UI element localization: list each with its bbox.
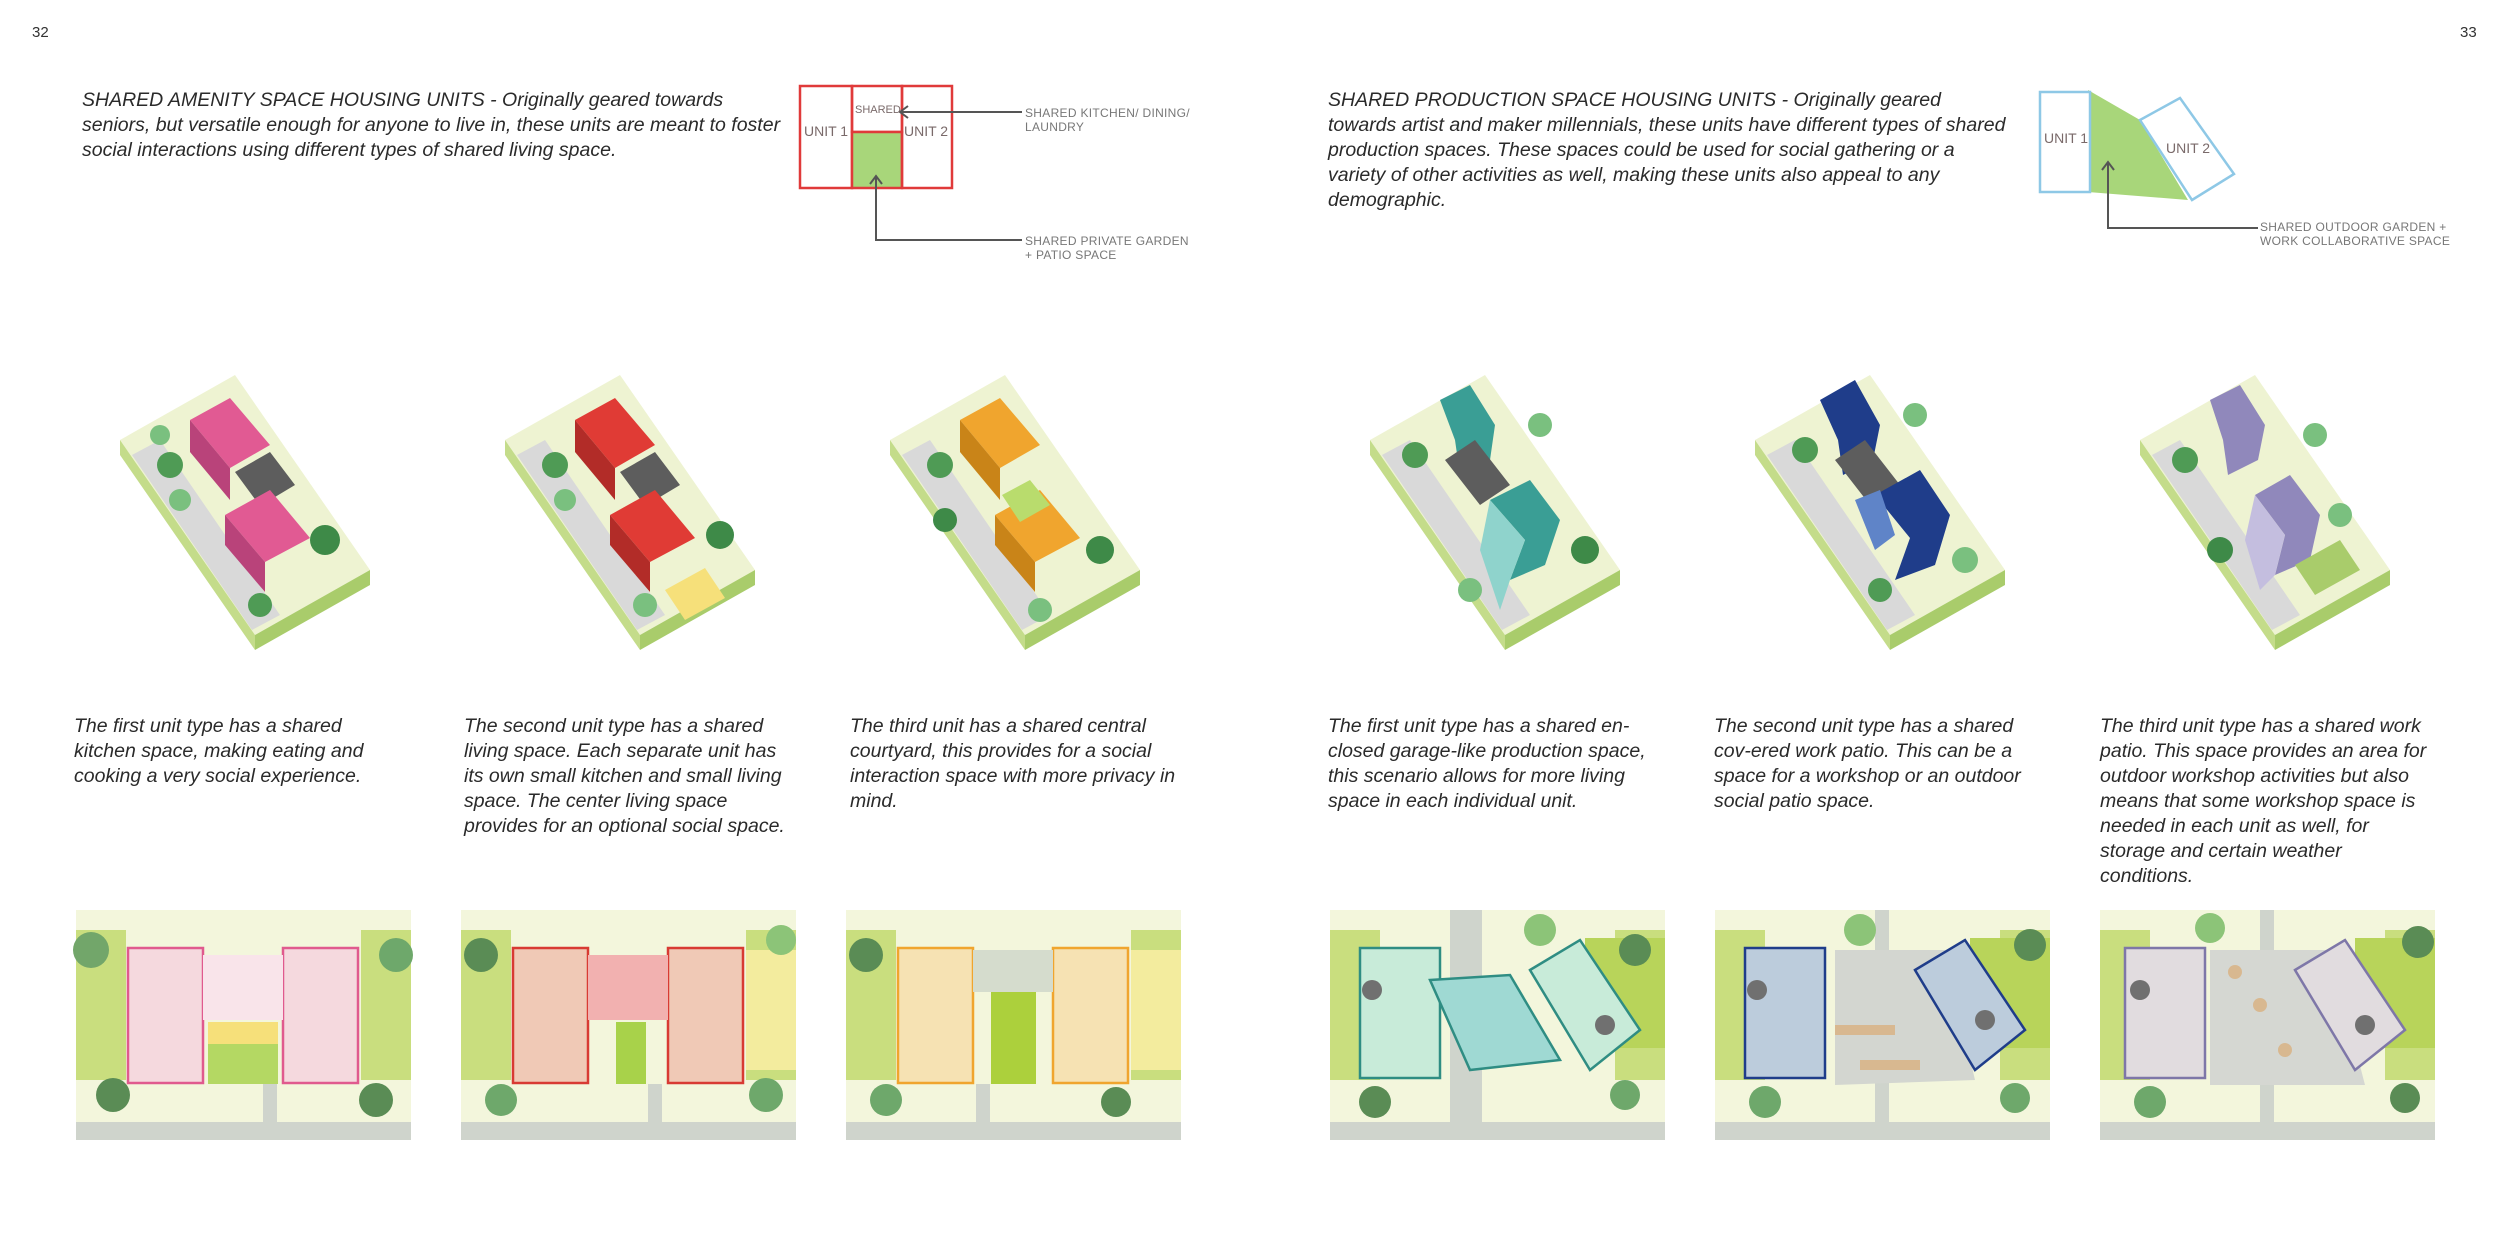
axo-render-3 bbox=[890, 375, 1140, 650]
page-number-left: 32 bbox=[32, 24, 49, 41]
left-caption-2: The second unit type has a shared living… bbox=[464, 715, 785, 837]
production-diagram-svg bbox=[2038, 90, 2258, 229]
axonometric-row bbox=[120, 375, 2390, 650]
floor-plan-3 bbox=[846, 910, 1181, 1140]
diagram-outdoor-arrow bbox=[2101, 160, 2115, 171]
diagram-unit2-box-right bbox=[2138, 96, 2236, 202]
floor-plan-row bbox=[73, 910, 2435, 1140]
left-intro-text: SHARED AMENITY SPACE HOUSING UNITS - Ori… bbox=[82, 89, 781, 161]
right-intro-text: SHARED PRODUCTION SPACE HOUSING UNITS - … bbox=[1328, 89, 2006, 211]
right-caption-3: The third unit type has a shared work pa… bbox=[2100, 715, 2427, 887]
amenity-concept-diagram: UNIT 1 SHARED UNIT 2 SHARED KITCHEN/ DIN… bbox=[798, 84, 1200, 266]
page-number-right: 33 bbox=[2460, 24, 2477, 41]
axo-render-1 bbox=[120, 375, 370, 650]
diagram-garden-arrow bbox=[869, 174, 883, 185]
diagram-unit1-box-right bbox=[2038, 90, 2092, 194]
production-concept-diagram: UNIT 1 UNIT 2 SHARED OUTDOOR GARDEN + WO… bbox=[2038, 90, 2458, 260]
diagram-garden-label: SHARED PRIVATE GARDEN + PATIO SPACE bbox=[1025, 234, 1189, 262]
diagram-unit2-label: UNIT 2 bbox=[904, 123, 949, 139]
diagram-kitchen-arrow bbox=[898, 105, 909, 119]
axo-render-5 bbox=[1755, 375, 2005, 650]
diagram-outdoor-label: SHARED OUTDOOR GARDEN + WORK COLLABORATI… bbox=[2260, 220, 2451, 248]
diagram-unit2-box bbox=[900, 84, 954, 190]
left-caption-3: The third unit has a shared central cour… bbox=[850, 715, 1176, 812]
axo-render-4 bbox=[1370, 375, 1620, 650]
floor-plan-4 bbox=[1330, 910, 1665, 1140]
floor-plan-2 bbox=[461, 910, 796, 1140]
left-caption-1: The first unit type has a shared kitchen… bbox=[74, 715, 364, 787]
diagram-shared-label: SHARED bbox=[855, 104, 901, 116]
floor-plan-1 bbox=[73, 910, 413, 1140]
diagram-kitchen-label: SHARED KITCHEN/ DINING/ LAUNDRY bbox=[1025, 106, 1190, 134]
diagram-outdoor-leader bbox=[2107, 162, 2258, 229]
right-caption-1: The first unit type has a shared en-clos… bbox=[1328, 715, 1646, 812]
diagram-garden-leader bbox=[875, 176, 1022, 241]
diagram-outdoor-shape bbox=[2088, 90, 2188, 200]
floor-plan-6 bbox=[2100, 910, 2435, 1140]
diagram-unit2-label-right: UNIT 2 bbox=[2166, 140, 2211, 156]
right-caption-2: The second unit type has a shared cov-er… bbox=[1714, 715, 2021, 812]
diagram-unit1-label: UNIT 1 bbox=[804, 123, 849, 139]
amenity-diagram-svg bbox=[798, 84, 1022, 241]
axo-render-2 bbox=[505, 375, 755, 650]
axo-render-6 bbox=[2140, 375, 2390, 650]
floor-plan-5 bbox=[1715, 910, 2050, 1140]
diagram-unit1-label-right: UNIT 1 bbox=[2044, 130, 2089, 146]
